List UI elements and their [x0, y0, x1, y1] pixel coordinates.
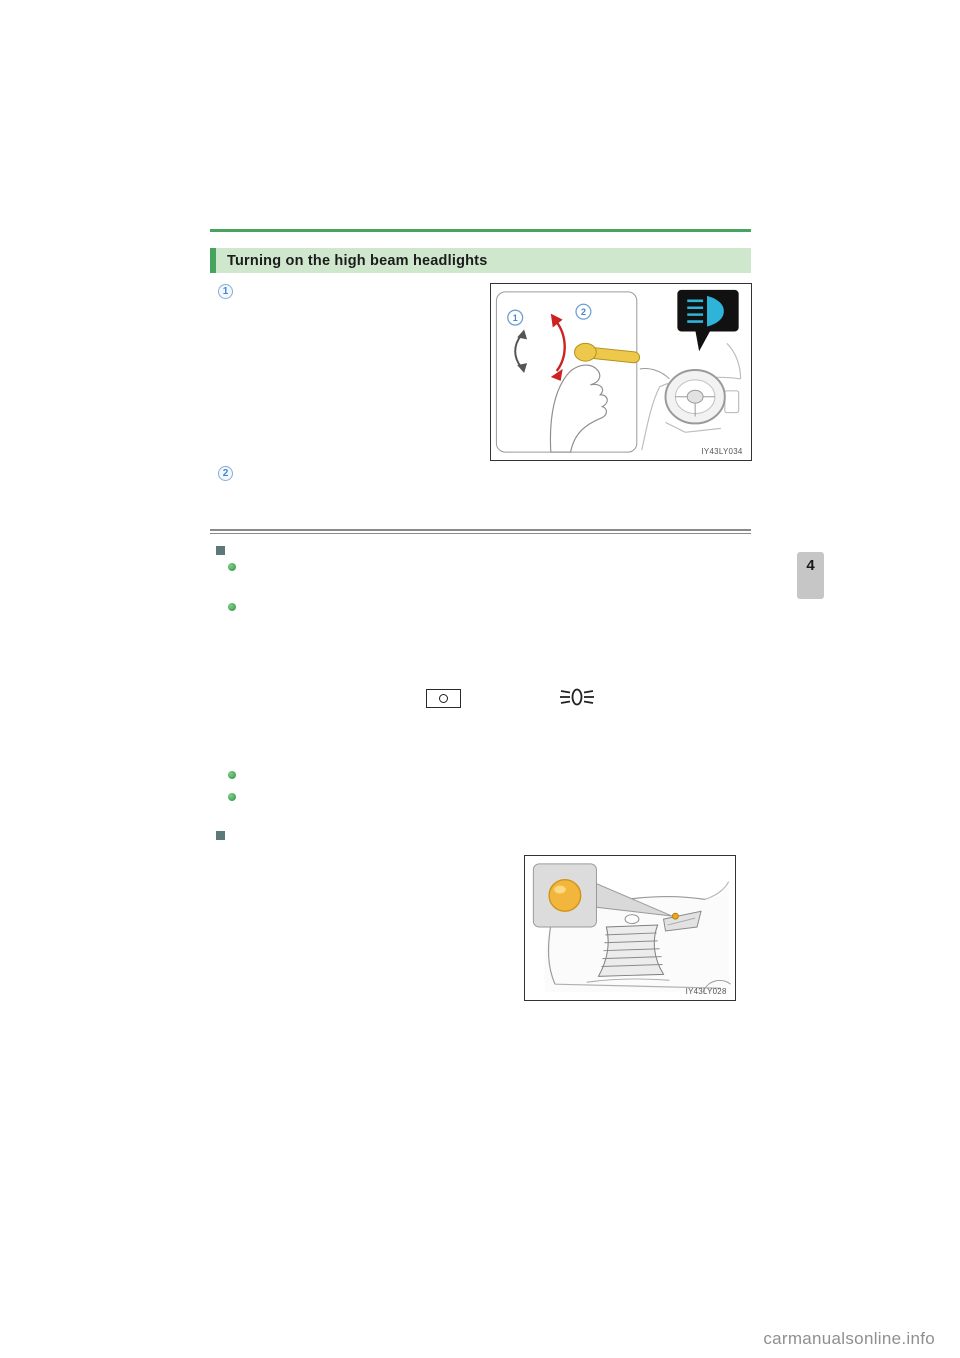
figure1-label-1-circle [507, 309, 524, 326]
section-header: Turning on the high beam headlights [210, 248, 751, 273]
figure1-label-2: 2 [581, 307, 586, 317]
chapter-number: 4 [806, 557, 815, 574]
brand-badge [624, 914, 640, 925]
high-beam-indicator-icon [687, 295, 724, 327]
watermark: carmanualsonline.info [763, 1329, 935, 1348]
steering-column [639, 368, 670, 380]
headlight-unit [662, 910, 702, 932]
figure1-label-1: 1 [513, 313, 518, 323]
step-1-marker: 1 [218, 284, 233, 299]
steering-wheel [664, 369, 726, 425]
chapter-tab: 4 [797, 552, 824, 599]
light-highlight [554, 885, 566, 894]
section-title: Turning on the high beam headlights [227, 252, 488, 269]
wheel-arch [702, 980, 731, 993]
figure2-caption: IY43LY028 [686, 987, 727, 996]
figure1-caption: IY43LY034 [701, 447, 743, 456]
swing-arrow-dark [514, 329, 528, 373]
rotate-arrow-red [550, 313, 566, 381]
tail-light-symbol-icon [559, 686, 595, 708]
green-bullet-1 [228, 563, 236, 571]
bumper-line [586, 978, 670, 983]
off-circle-glyph [439, 694, 448, 703]
headlight-lever [574, 342, 641, 364]
figure-parking-light: IY43LY028 [524, 855, 736, 1001]
top-green-rule [210, 229, 751, 232]
parking-light-on-car [671, 912, 679, 920]
section-square-bullet-2 [216, 831, 225, 840]
step-2-number: 2 [222, 467, 229, 479]
double-divider-rule [210, 529, 751, 534]
header-accent-bar [210, 248, 216, 273]
switch-off-position-icon [426, 689, 461, 708]
green-bullet-4 [228, 793, 236, 801]
green-bullet-2 [228, 603, 236, 611]
vehicle-front-illustration: IY43LY028 [532, 863, 731, 996]
amber-parking-light-closeup [548, 878, 582, 912]
step-1-number: 1 [222, 285, 229, 297]
green-bullet-3 [228, 771, 236, 779]
highbeam-lever-illustration: 1 2 IY43LY034 [495, 289, 743, 456]
spindle-grille [597, 914, 665, 977]
section-square-bullet-1 [216, 546, 225, 555]
step-2-marker: 2 [218, 466, 233, 481]
figure1-label-2-circle [575, 303, 592, 320]
hand-on-lever [549, 364, 608, 453]
figure-highbeam-lever: 1 2 IY43LY034 [490, 283, 752, 461]
